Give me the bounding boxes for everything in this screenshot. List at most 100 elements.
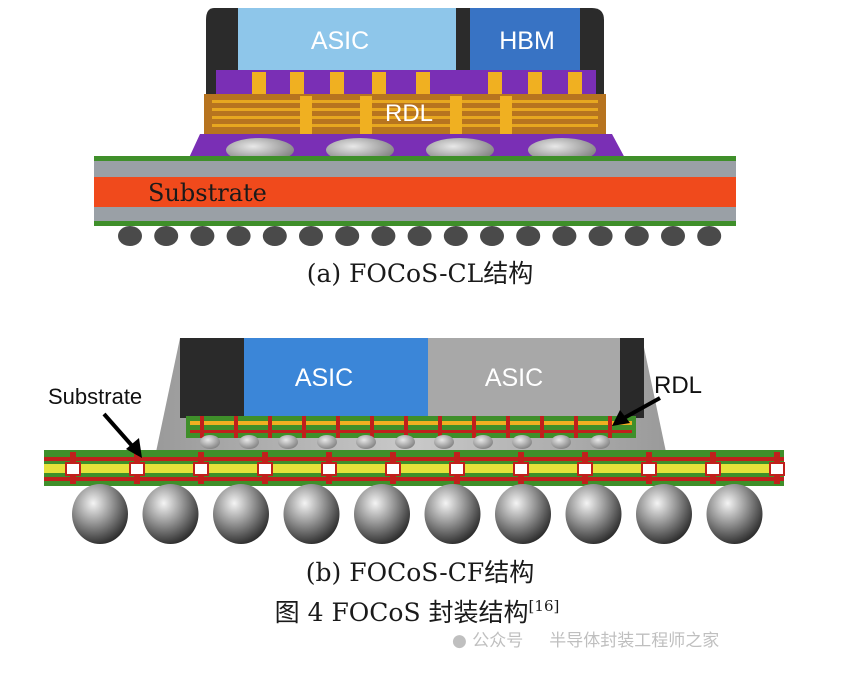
micro-bump xyxy=(200,435,220,449)
solder-ball xyxy=(262,226,287,246)
rdl-trace xyxy=(212,116,598,119)
substrate-pad xyxy=(449,462,465,476)
rdl-trace xyxy=(190,430,632,433)
solder-ball xyxy=(480,226,504,246)
substrate-arrow xyxy=(102,412,136,450)
solder-ball xyxy=(213,484,269,544)
hbm-die xyxy=(470,8,580,72)
substrate-pad xyxy=(513,462,529,476)
watermark-name: 半导体封装工程师之家 xyxy=(549,631,720,651)
micro-bump xyxy=(252,72,266,94)
hbm-label: HBM xyxy=(499,27,555,55)
substrate-pad xyxy=(65,462,81,476)
solder-ball xyxy=(565,484,622,544)
solder-ball xyxy=(495,484,551,544)
micro-bump xyxy=(473,435,493,449)
wechat-icon: ● xyxy=(452,631,467,651)
substrate-top-green-a xyxy=(94,156,736,161)
asic-die-b-right xyxy=(428,338,620,418)
substrate-pad xyxy=(257,462,273,476)
solder-balls-a xyxy=(118,226,722,246)
solder-ball xyxy=(516,226,541,246)
micro-bump xyxy=(551,435,571,449)
rdl-via xyxy=(336,416,340,438)
rdl-label-a: RDL xyxy=(385,100,433,127)
rdl-via xyxy=(268,416,272,438)
rdl-via xyxy=(370,416,374,438)
substrate-label-b: Substrate xyxy=(48,384,142,409)
micro-bump xyxy=(330,72,344,94)
solder-ball xyxy=(697,226,722,246)
solder-ball xyxy=(443,226,468,246)
solder-ball xyxy=(552,226,577,246)
substrate-pad xyxy=(769,462,785,476)
solder-ball xyxy=(624,226,649,246)
substrate-trace xyxy=(44,457,784,461)
solder-ball xyxy=(335,226,360,246)
rdl-via xyxy=(608,416,612,438)
asic-die-a xyxy=(238,8,456,72)
rdl-via xyxy=(360,96,372,134)
focos-cl-diagram: ASIC HBM RDL Substrate (a) FOCoS-CL结构 xyxy=(94,8,736,288)
solder-ball xyxy=(142,484,199,544)
substrate-arrowhead xyxy=(126,438,142,458)
watermark: ● 公众号半导体封装工程师之家 xyxy=(452,626,719,651)
rdl-via xyxy=(302,416,306,438)
solder-ball xyxy=(661,226,685,246)
figure-caption: 图 4 FOCoS 封装结构[16] xyxy=(275,597,560,627)
substrate-pad xyxy=(193,462,209,476)
mold-side-right xyxy=(620,338,644,418)
micro-bump xyxy=(290,72,304,94)
solder-ball xyxy=(588,226,613,246)
solder-ball xyxy=(371,226,396,246)
micro-bump xyxy=(278,435,298,449)
micro-bumps-b xyxy=(200,435,610,449)
asic-label-b-left: ASIC xyxy=(295,364,353,392)
figure-reference: [16] xyxy=(529,597,560,615)
substrate-pad xyxy=(385,462,401,476)
rdl-label-b: RDL xyxy=(654,372,702,399)
rdl-arrowhead xyxy=(612,410,630,426)
rdl-via xyxy=(472,416,476,438)
rdl-via xyxy=(500,96,512,134)
rdl-via xyxy=(438,416,442,438)
asic-die-b-left xyxy=(244,338,428,418)
solder-ball xyxy=(226,226,251,246)
focos-cf-diagram: ASIC ASIC RDL Substrate (b) FOCoS-CF结构 xyxy=(44,338,785,587)
solder-ball xyxy=(636,484,692,544)
micro-bump xyxy=(416,72,430,94)
micro-bumps-a xyxy=(252,72,582,94)
rdl-via xyxy=(300,96,312,134)
substrate-top-gray-a xyxy=(94,161,736,177)
rdl-trace xyxy=(212,108,598,111)
rdl-layer-b xyxy=(186,416,636,438)
substrate-traces-b xyxy=(44,452,785,484)
substrate-trace xyxy=(44,464,784,473)
micro-bump xyxy=(568,72,582,94)
solder-ball xyxy=(354,484,410,544)
underfill-bottom-a xyxy=(188,134,626,160)
solder-balls-b xyxy=(72,484,763,544)
rdl-via xyxy=(506,416,510,438)
solder-ball xyxy=(299,226,323,246)
solder-ball xyxy=(424,484,481,544)
solder-ball xyxy=(190,226,215,246)
solder-ball xyxy=(706,484,763,544)
solder-ball xyxy=(154,226,179,246)
micro-bump xyxy=(434,435,454,449)
rdl-trace xyxy=(190,421,632,425)
rdl-traces-b xyxy=(190,416,632,438)
solder-ball xyxy=(407,226,432,246)
substrate-pad xyxy=(705,462,721,476)
rdl-via xyxy=(200,416,204,438)
micro-bump xyxy=(590,435,610,449)
rdl-trace xyxy=(212,100,598,103)
micro-bump xyxy=(372,72,386,94)
caption-a: (a) FOCoS-CL结构 xyxy=(307,259,534,288)
micro-bump xyxy=(512,435,532,449)
asic-label-b-right: ASIC xyxy=(485,364,543,392)
substrate-core-a xyxy=(94,177,736,207)
rdl-via xyxy=(574,416,578,438)
substrate-trace xyxy=(44,477,784,481)
